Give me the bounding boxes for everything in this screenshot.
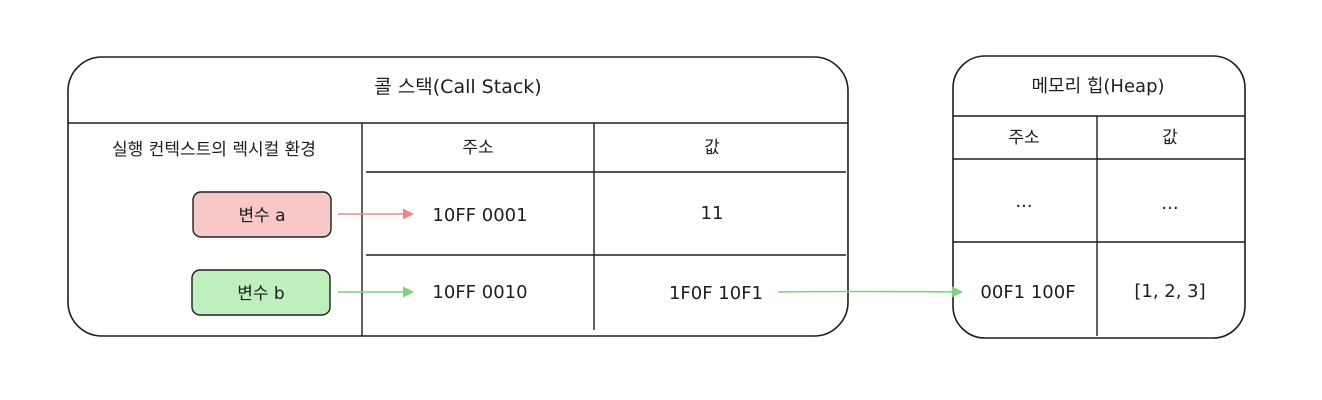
heap-panel: 메모리 힙(Heap) 주소 값 ... ... 00F1 100F [1, 2… [952, 55, 1246, 339]
call-stack-value-header: 값 [704, 138, 720, 158]
heap-title: 메모리 힙(Heap) [1031, 76, 1164, 97]
call-stack-title: 콜 스택(Call Stack) [374, 76, 541, 98]
variable-a-label: 변수 a [238, 206, 285, 226]
heap-address-header: 주소 [1008, 128, 1039, 148]
arrow-value-to-heap [777, 286, 964, 298]
variable-a-box [192, 191, 332, 238]
call-stack-border [67, 56, 849, 337]
heap-border [952, 55, 1246, 339]
variable-a-value: 11 [701, 203, 724, 224]
call-stack-address-header: 주소 [462, 138, 493, 158]
heap-row-2-value: [1, 2, 3] [1134, 281, 1205, 302]
lexical-env-label: 실행 컨텍스트의 렉시컬 환경 [112, 140, 316, 160]
variable-b-box [191, 269, 331, 316]
call-stack-panel: 콜 스택(Call Stack) 실행 컨텍스트의 렉시컬 환경 주소 값 변수… [67, 56, 849, 337]
variable-b-address: 10FF 0010 [432, 282, 527, 303]
heap-row-1-address: ... [1015, 191, 1032, 212]
heap-value-header: 값 [1162, 128, 1178, 148]
heap-row-1-value: ... [1161, 193, 1178, 214]
heap-row-2-address: 00F1 100F [980, 282, 1075, 303]
variable-b-value: 1F0F 10F1 [669, 283, 763, 304]
variable-a-address: 10FF 0001 [432, 205, 527, 226]
variable-b-label: 변수 b [237, 284, 284, 304]
